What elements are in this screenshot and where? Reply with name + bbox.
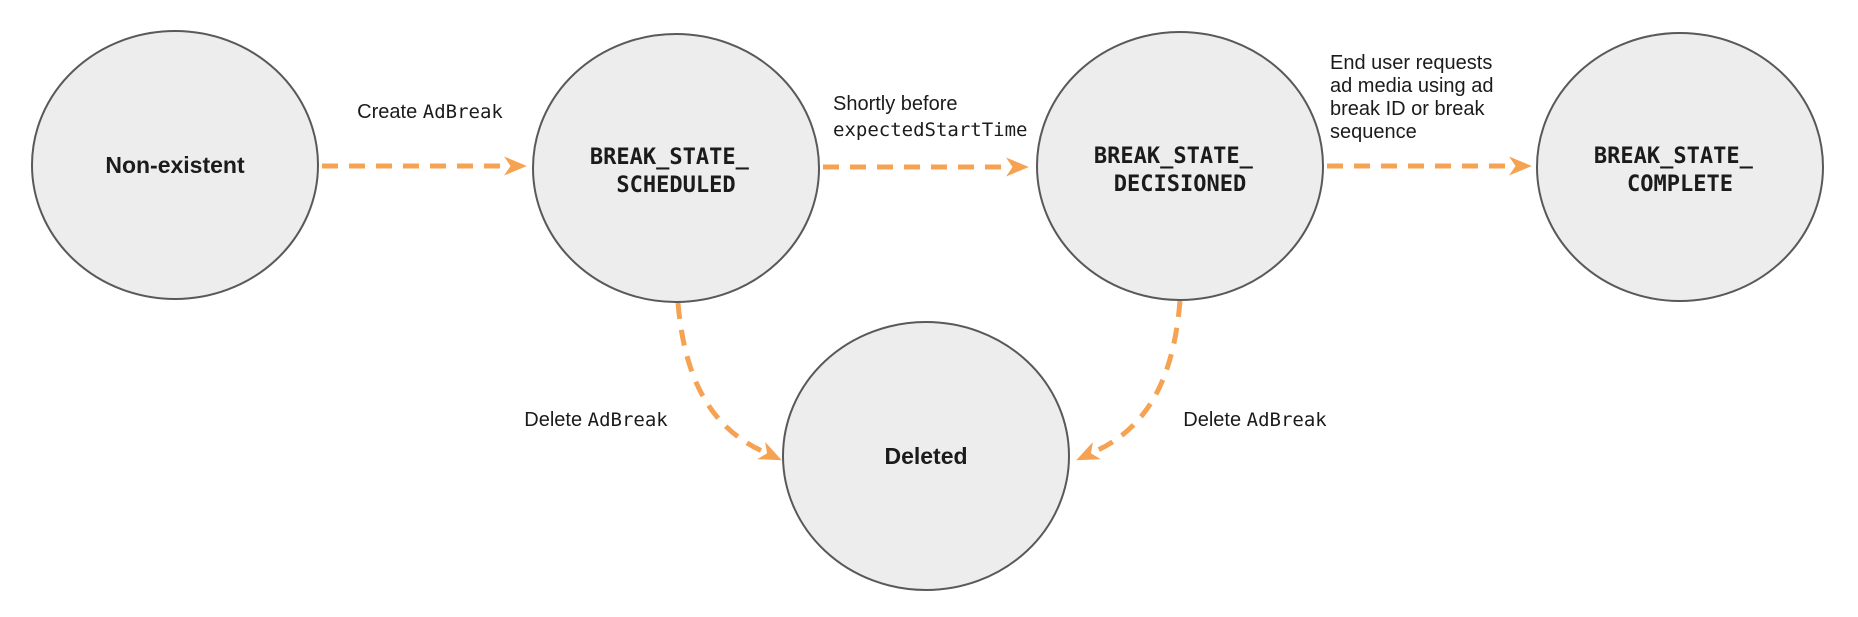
transition-label-shortly-before-code: expectedStartTime bbox=[833, 119, 1027, 141]
transition-label-create-code: AdBreak bbox=[423, 101, 504, 123]
transition-label-shortly-before-text: Shortly before bbox=[833, 93, 958, 115]
transition-label-end-user-line4: sequence bbox=[1330, 121, 1417, 143]
state-node-non-existent bbox=[31, 30, 319, 300]
state-label-decisioned-line2: DECISIONED bbox=[1114, 172, 1246, 197]
transition-label-delete-right: Delete AdBreak bbox=[1183, 409, 1327, 431]
state-label-decisioned: BREAK_STATE_ DECISIONED bbox=[1094, 144, 1266, 197]
transition-label-end-user-line3: break ID or break bbox=[1330, 98, 1486, 120]
state-label-deleted: Deleted bbox=[884, 443, 967, 469]
state-label-decisioned-line1: BREAK_STATE_ bbox=[1094, 144, 1254, 169]
state-label-complete-line2: COMPLETE bbox=[1627, 172, 1733, 197]
state-node-deleted bbox=[782, 321, 1070, 591]
state-node-scheduled bbox=[532, 33, 820, 303]
transition-label-create: Create AdBreak bbox=[357, 101, 503, 123]
state-node-complete bbox=[1536, 32, 1824, 302]
state-label-non-existent: Non-existent bbox=[105, 152, 245, 178]
transition-label-end-user: End user requests ad media using ad brea… bbox=[1330, 52, 1499, 143]
transition-arrow-delete-scheduled bbox=[675, 302, 782, 461]
state-label-scheduled-line2: SCHEDULED bbox=[616, 173, 735, 198]
transition-label-end-user-line1: End user requests bbox=[1330, 52, 1492, 74]
transition-label-delete-left-text: Delete bbox=[524, 409, 587, 431]
transition-label-delete-right-code: AdBreak bbox=[1247, 409, 1328, 431]
state-label-complete-line1: BREAK_STATE_ bbox=[1594, 144, 1754, 169]
state-node-decisioned bbox=[1036, 31, 1324, 301]
state-label-complete: BREAK_STATE_ COMPLETE bbox=[1594, 144, 1766, 197]
transition-label-create-text: Create bbox=[357, 101, 423, 123]
transition-label-delete-right-text: Delete bbox=[1183, 409, 1246, 431]
transition-arrow-delete-decisioned bbox=[1076, 300, 1183, 461]
transition-label-delete-left: Delete AdBreak bbox=[524, 409, 668, 431]
transition-label-end-user-line2: ad media using ad bbox=[1330, 75, 1493, 97]
transition-label-delete-left-code: AdBreak bbox=[588, 409, 669, 431]
state-label-scheduled-line1: BREAK_STATE_ bbox=[590, 145, 750, 170]
state-label-scheduled: BREAK_STATE_ SCHEDULED bbox=[590, 145, 762, 198]
transition-label-shortly-before: Shortly before expectedStartTime bbox=[833, 93, 1027, 141]
